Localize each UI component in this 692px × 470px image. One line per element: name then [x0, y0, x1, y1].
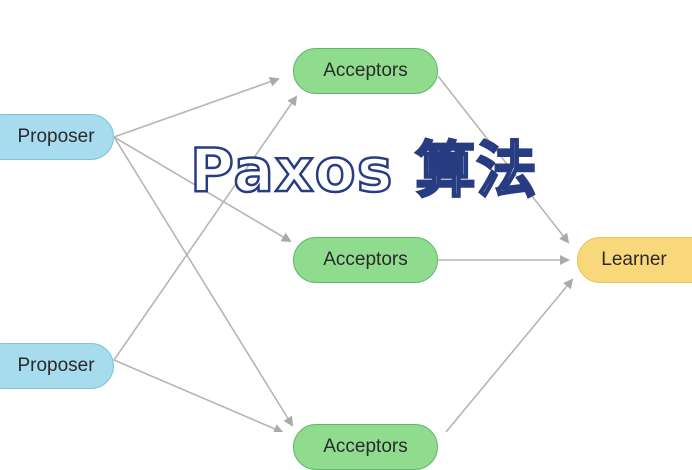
acceptor-node-3[interactable]: Acceptors	[293, 424, 438, 470]
edge-a3-l	[445, 278, 574, 432]
acceptor-label: Acceptors	[323, 249, 408, 270]
learner-node[interactable]: Learner	[577, 237, 692, 283]
acceptor-node-2[interactable]: Acceptors	[293, 237, 438, 283]
proposer-label: Proposer	[17, 126, 95, 147]
edge-a1-l	[437, 75, 570, 244]
acceptor-label: Acceptors	[323, 60, 408, 81]
proposer-node-1[interactable]: Proposer	[0, 114, 114, 160]
edge-p2-a1	[113, 95, 298, 361]
acceptor-node-1[interactable]: Acceptors	[293, 48, 438, 94]
acceptor-label: Acceptors	[323, 436, 408, 457]
edge-p1-a2	[113, 136, 292, 243]
proposer-label: Proposer	[17, 355, 95, 376]
proposer-node-2[interactable]: Proposer	[0, 343, 114, 389]
edges-layer	[113, 75, 574, 432]
diagram-title: Paxos 算法	[189, 135, 538, 208]
edge-p1-a3	[113, 136, 294, 427]
learner-label: Learner	[601, 249, 667, 270]
edge-p2-a3	[113, 359, 284, 432]
edge-p1-a1	[113, 76, 280, 138]
